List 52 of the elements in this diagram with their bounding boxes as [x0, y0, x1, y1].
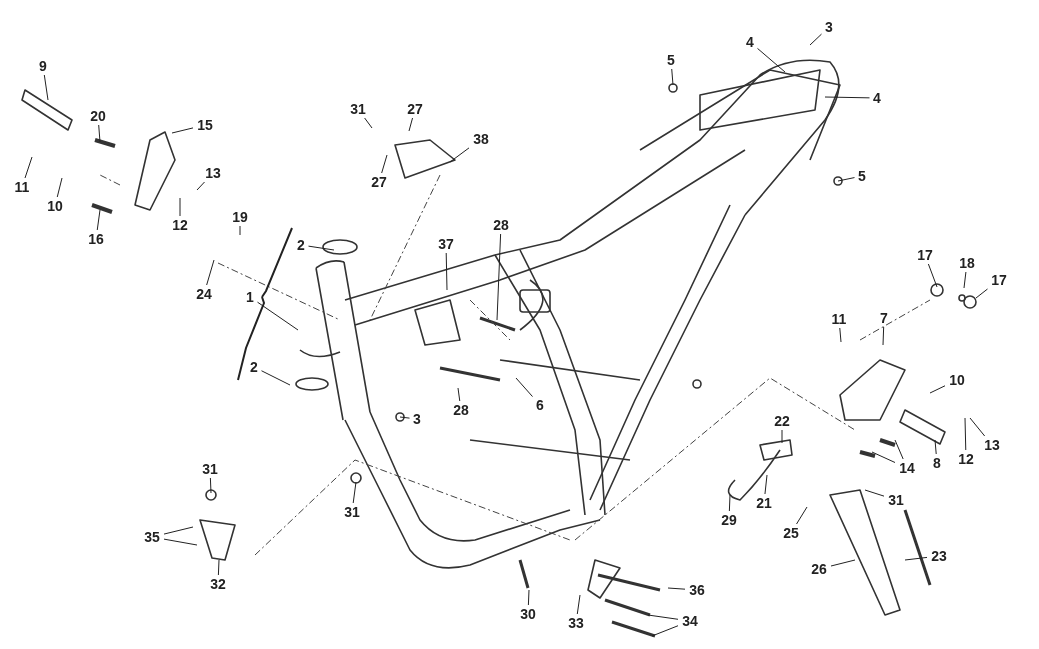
- callout-number: 1: [246, 290, 254, 304]
- callout-number: 12: [172, 218, 188, 232]
- callout-number: 29: [721, 513, 737, 527]
- callout-number: 33: [568, 616, 584, 630]
- callout-number: 21: [756, 496, 772, 510]
- callout-number: 36: [689, 583, 705, 597]
- callout-number: 4: [873, 91, 881, 105]
- callout-number: 3: [825, 20, 833, 34]
- callout-number: 31: [350, 102, 366, 116]
- callout-number: 6: [536, 398, 544, 412]
- callout-number: 9: [39, 59, 47, 73]
- callout-number: 17: [991, 273, 1007, 287]
- callout-number: 31: [344, 505, 360, 519]
- callout-number: 35: [144, 530, 160, 544]
- callout-number: 28: [453, 403, 469, 417]
- callout-number: 15: [197, 118, 213, 132]
- callout-number: 10: [949, 373, 965, 387]
- callout-number: 7: [880, 311, 888, 325]
- callout-number: 34: [682, 614, 698, 628]
- callout-number: 32: [210, 577, 226, 591]
- callout-number: 3: [413, 412, 421, 426]
- callout-number: 31: [202, 462, 218, 476]
- callout-number: 38: [473, 132, 489, 146]
- callout-number: 8: [933, 456, 941, 470]
- callout-number: 10: [47, 199, 63, 213]
- callout-number: 26: [811, 562, 827, 576]
- callout-number: 11: [14, 180, 30, 194]
- callout-number: 37: [438, 237, 454, 251]
- callout-number: 13: [984, 438, 1000, 452]
- callout-number: 19: [232, 210, 248, 224]
- callout-number: 13: [205, 166, 221, 180]
- callout-number: 30: [520, 607, 536, 621]
- callout-number: 25: [783, 526, 799, 540]
- callout-number: 28: [493, 218, 509, 232]
- callout-number: 24: [196, 287, 212, 301]
- callout-number: 2: [250, 360, 258, 374]
- callout-number: 18: [959, 256, 975, 270]
- callout-number: 5: [667, 53, 675, 67]
- callout-number: 5: [858, 169, 866, 183]
- callout-number: 4: [746, 35, 754, 49]
- callout-number: 27: [407, 102, 423, 116]
- callout-number: 27: [371, 175, 387, 189]
- callout-number: 14: [899, 461, 915, 475]
- callout-number: 16: [88, 232, 104, 246]
- callout-number: 11: [831, 312, 847, 326]
- callout-number: 23: [931, 549, 947, 563]
- callout-number: 12: [958, 452, 974, 466]
- callout-number: 20: [90, 109, 106, 123]
- callout-number: 17: [917, 248, 933, 262]
- callout-number: 2: [297, 238, 305, 252]
- callout-number: 22: [774, 414, 790, 428]
- callout-number: 31: [888, 493, 904, 507]
